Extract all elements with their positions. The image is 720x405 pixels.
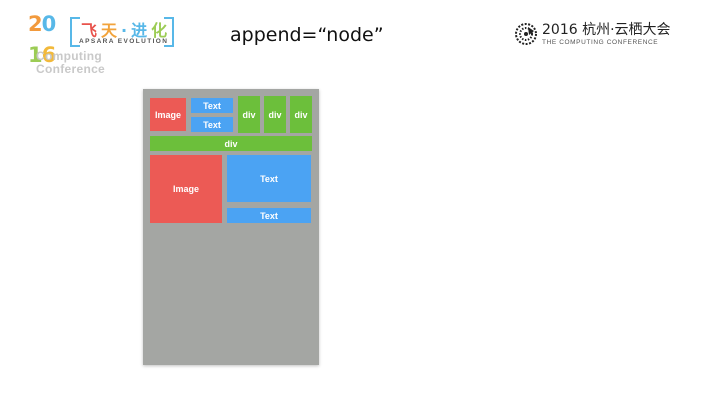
brand-bracket-left bbox=[70, 17, 80, 47]
brand-year-digit: 2 bbox=[28, 12, 43, 36]
layout-container: Image Text Text div div div div Image Te… bbox=[143, 89, 319, 365]
row1-div3-block: div bbox=[290, 96, 312, 133]
brand-logo: 20 16 Computing Conference 飞天·进化 APSARA … bbox=[28, 14, 218, 76]
brand-chinese-char: 天 bbox=[101, 21, 122, 40]
brand-english-title: APSARA EVOLUTION bbox=[79, 38, 169, 45]
brand-year-digit: 6 bbox=[41, 43, 57, 67]
row2-div-block: div bbox=[150, 136, 312, 151]
row1-image-block: Image bbox=[150, 98, 186, 131]
row1-div1-block: div bbox=[238, 96, 260, 133]
brand-chinese-title: 飞天·进化 bbox=[81, 17, 171, 41]
row1-text-top-block: Text bbox=[191, 98, 233, 113]
slide-title: append=“node” bbox=[230, 24, 384, 46]
row1-text-bottom-block: Text bbox=[191, 117, 233, 132]
brand-year-digit: 0 bbox=[41, 12, 57, 36]
globe-icon bbox=[515, 23, 537, 45]
brand-conference-line2: Conference bbox=[36, 62, 106, 76]
conference-title: 2016 杭州·云栖大会 bbox=[542, 22, 671, 38]
brand-bracket-right bbox=[164, 17, 174, 47]
row1-div2-block: div bbox=[264, 96, 286, 133]
row3-image-block: Image bbox=[150, 155, 222, 223]
conference-subtitle: THE COMPUTING CONFERENCE bbox=[542, 39, 659, 46]
brand-year-bottom: 16 bbox=[28, 43, 57, 67]
brand-year-top: 20 bbox=[28, 12, 57, 36]
brand-conference-text: Computing Conference bbox=[36, 50, 105, 76]
brand-year-digit: 1 bbox=[28, 43, 43, 67]
brand-conference-line1: Computing bbox=[36, 49, 103, 63]
brand-chinese-char: 飞 bbox=[81, 21, 102, 40]
brand-chinese-char: · bbox=[121, 21, 132, 40]
row3-text-small-block: Text bbox=[227, 208, 311, 223]
row3-text-large-block: Text bbox=[227, 155, 311, 202]
brand-chinese-char: 进 bbox=[131, 21, 152, 40]
brand-chinese-char: 化 bbox=[151, 21, 172, 40]
